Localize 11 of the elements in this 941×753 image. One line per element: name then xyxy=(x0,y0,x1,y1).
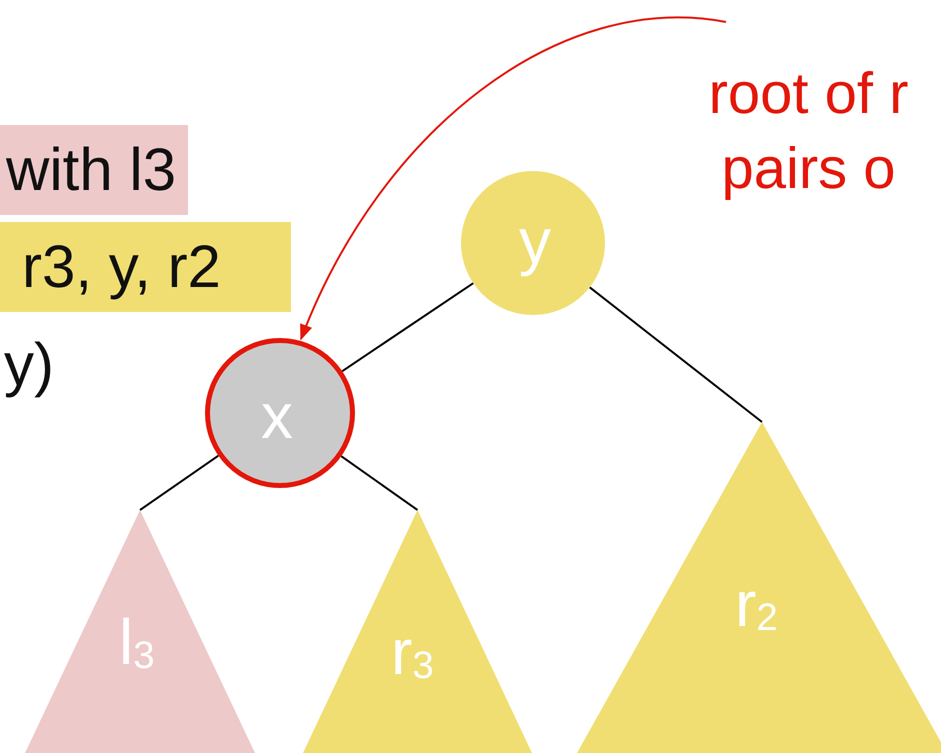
node-label: r$_{3}$ xyxy=(391,620,434,686)
annotation-text: root of r pairs o xyxy=(708,60,910,204)
tree-edge-line xyxy=(342,282,474,372)
tree-edge-line xyxy=(340,455,418,511)
text: y) xyxy=(3,330,55,400)
tree-edge-line xyxy=(589,286,763,423)
node-label: r$_{2}$ xyxy=(735,572,778,638)
highlighted-text: with l3 xyxy=(0,125,188,215)
tree-edge-line xyxy=(139,454,219,511)
highlighted-text: r3, y, r2 xyxy=(0,222,291,312)
curved-arrow xyxy=(300,16,726,340)
